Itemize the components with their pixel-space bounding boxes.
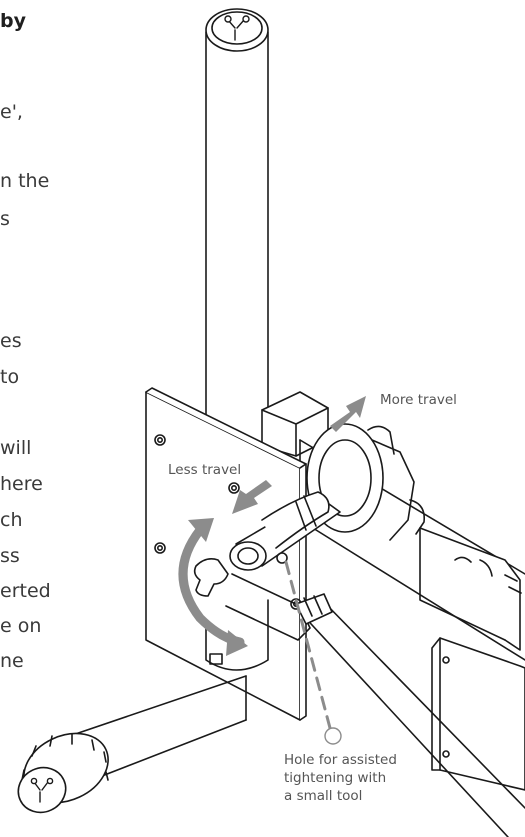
post-lower [205,599,269,671]
less-travel-arrow [232,480,272,514]
text-fragment: to [0,366,20,388]
text-fragment: ss [0,545,20,567]
text-fragment: es [0,330,22,352]
wing-clamp [193,491,341,641]
less-travel-label: Less travel [168,462,242,478]
more-travel-arrow [330,396,366,432]
diagonal-rod [299,599,525,837]
rotation-arrow [178,518,248,656]
text-fragment: here [0,473,43,495]
cap-logo-icon [224,15,250,41]
hole-label-line-3: a small tool [284,788,363,804]
text-fragment: n the [0,170,50,192]
knob-logo-icon [30,777,54,803]
text-fragment: e', [0,101,23,123]
hole-label-line-1: Hole for assisted [284,752,397,768]
hole-label-line-2: tightening with [284,770,387,786]
text-fragment: will [0,437,32,459]
lower-box [431,637,525,791]
adjustment-knob [17,732,109,814]
hole-callout-leader [284,560,342,745]
text-fragment-heading: by [0,10,26,32]
text-fragment: s [0,208,10,230]
text-fragment: ch [0,509,23,531]
back-plate [145,387,307,721]
more-travel-label: More travel [380,392,457,408]
text-fragment: ne [0,650,24,672]
text-fragment: e on [0,615,42,637]
text-fragment: erted [0,580,51,602]
motor-body [419,527,522,651]
nut-fitting [295,593,333,625]
